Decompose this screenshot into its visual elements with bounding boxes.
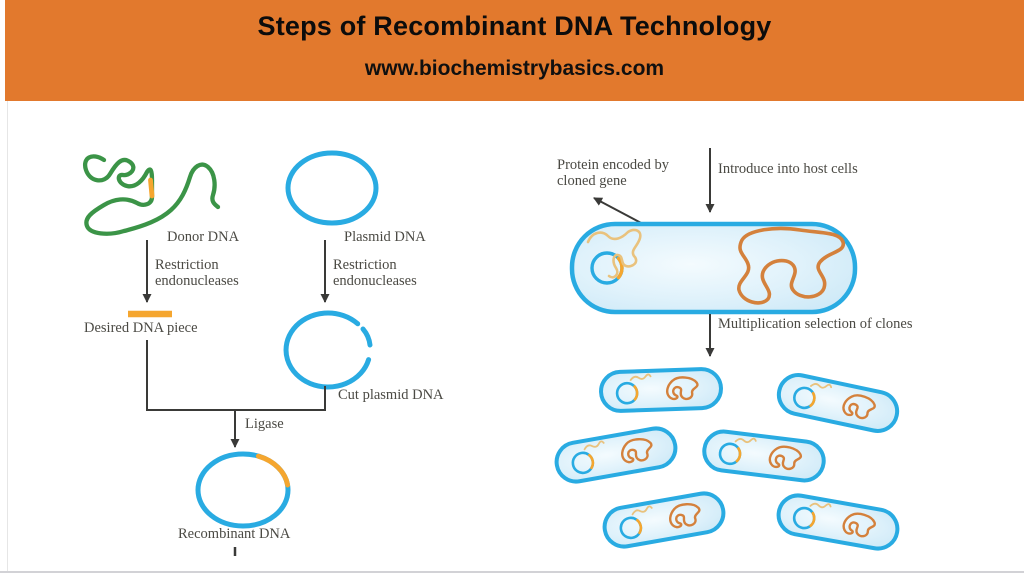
recombinant-dna-circle bbox=[195, 451, 291, 529]
plasmid-dna-label: Plasmid DNA bbox=[344, 229, 426, 245]
header-banner: Steps of Recombinant DNA Technology www.… bbox=[5, 0, 1024, 101]
plasmid-dna-circle bbox=[285, 150, 379, 226]
diagram-canvas bbox=[82, 148, 903, 556]
host-cell-chromosome bbox=[737, 226, 845, 305]
clone-cell-5 bbox=[599, 488, 729, 552]
restriction-endonucleases-label-donor: Restriction endonucleases bbox=[155, 257, 239, 290]
bottom-edge-line bbox=[0, 571, 1024, 573]
cut-plasmid-end-piece bbox=[360, 326, 373, 348]
left-edge-line bbox=[7, 101, 8, 571]
page-title: Steps of Recombinant DNA Technology bbox=[257, 11, 772, 41]
donor-dna-label: Donor DNA bbox=[167, 229, 240, 245]
recombinant-dna-insert-arc bbox=[255, 453, 291, 488]
cut-plasmid-circle bbox=[283, 310, 372, 390]
recombinant-dna-label: Recombinant DNA bbox=[178, 526, 291, 542]
donor-dna-insert-segment bbox=[148, 177, 155, 199]
restriction-endonucleases-label-plasmid: Restriction endonucleases bbox=[333, 257, 417, 290]
website-url: www.biochemistrybasics.com bbox=[364, 57, 665, 80]
clone-cell-6 bbox=[773, 490, 903, 554]
ligase-label: Ligase bbox=[245, 416, 284, 432]
cut-plasmid-dna-label: Cut plasmid DNA bbox=[338, 387, 444, 403]
clone-cell-1 bbox=[600, 368, 721, 411]
donor-dna-squiggle bbox=[82, 154, 221, 236]
protein-arrow bbox=[593, 197, 644, 225]
protein-encoded-label: Protein encoded by cloned gene bbox=[557, 157, 669, 190]
multiplication-selection-label: Multiplication selection of clones bbox=[718, 316, 913, 332]
host-cell bbox=[569, 221, 858, 315]
clone-cell-3 bbox=[551, 423, 681, 487]
clone-cell-2 bbox=[773, 369, 903, 437]
introduce-host-cells-label: Introduce into host cells bbox=[718, 161, 858, 177]
desired-dna-piece-label: Desired DNA piece bbox=[84, 320, 198, 336]
host-cell-plasmid-insert bbox=[616, 256, 624, 280]
clone-cell-4 bbox=[700, 427, 828, 485]
host-cell-protein-squiggle bbox=[586, 228, 642, 279]
